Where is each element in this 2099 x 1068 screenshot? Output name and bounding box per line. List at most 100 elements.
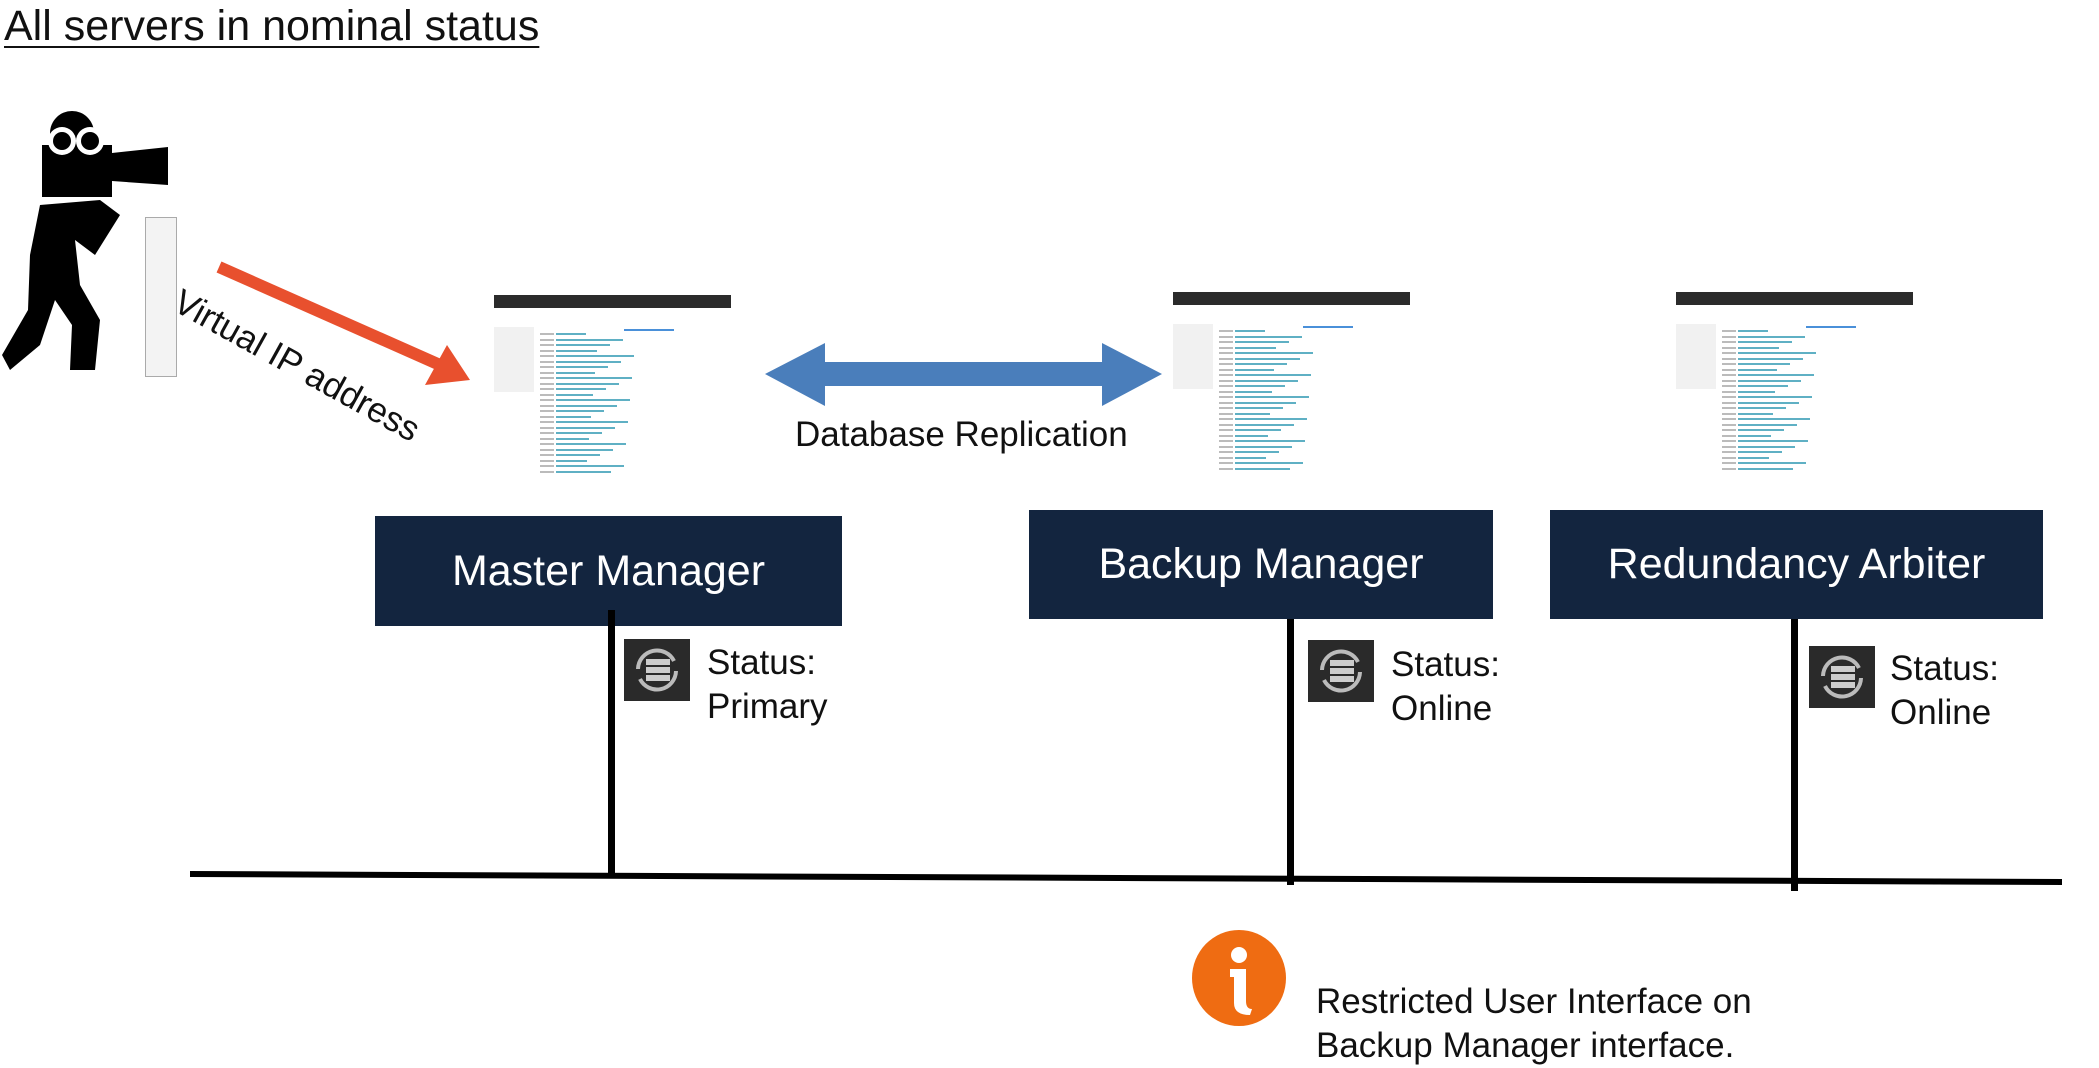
thumb-timestamp [540, 465, 554, 467]
thumb-log-line [1235, 352, 1313, 354]
client-window-thumbnail [145, 217, 177, 377]
thumb-log-line [556, 459, 587, 462]
thumb-log-line [556, 377, 632, 379]
thumb-log-line [1235, 385, 1285, 387]
thumb-log-line [1235, 451, 1279, 453]
server-name: Redundancy Arbiter [1607, 540, 1986, 588]
thumb-timestamp [1219, 335, 1233, 338]
thumb-timestamp [1219, 396, 1233, 398]
thumb-log-line [1235, 368, 1274, 371]
thumb-log-line [1235, 330, 1265, 332]
thumb-log-line [556, 360, 621, 363]
thumb-log-line [1738, 363, 1790, 365]
thumb-timestamp [1219, 346, 1233, 349]
thumb-log-line [556, 404, 617, 407]
thumb-timestamp [540, 382, 554, 385]
thumb-sidebar [1173, 324, 1213, 389]
thumb-toolbar [624, 329, 674, 331]
status-label: Status: [1391, 645, 1500, 684]
thumb-timestamp [540, 399, 554, 401]
thumb-log-line [1738, 445, 1795, 448]
status-value: Online [1391, 689, 1493, 728]
server-sync-icon [624, 639, 690, 701]
thumb-timestamp [1722, 451, 1736, 453]
thumb-log-line [1738, 330, 1768, 332]
thumb-log-line [1738, 396, 1812, 398]
server-sync-icon [1308, 640, 1374, 702]
thumb-log-line [556, 448, 613, 451]
thumb-log-line [556, 393, 593, 396]
thumb-timestamp [1722, 352, 1736, 354]
thumb-timestamp [1722, 341, 1736, 343]
thumb-timestamp [540, 404, 554, 407]
thumb-timestamp [540, 448, 554, 451]
status-value: Online [1890, 693, 1992, 732]
thumb-log-line [556, 349, 597, 352]
thumb-timestamp [540, 415, 554, 418]
thumb-log-line [1235, 423, 1294, 426]
thumb-timestamp [1219, 418, 1233, 420]
backup-ui-thumbnail [1173, 292, 1410, 472]
thumb-timestamp [1722, 385, 1736, 387]
thumb-timestamp [1219, 456, 1233, 459]
thumb-timestamp [1722, 445, 1736, 448]
thumb-header-bar [1173, 292, 1410, 305]
thumb-log-line [1738, 335, 1805, 338]
thumb-timestamp [540, 366, 554, 368]
thumb-sidebar [1676, 324, 1716, 389]
thumb-timestamp [1722, 440, 1736, 442]
thumb-log-line [1235, 390, 1272, 393]
thumb-log-line [556, 437, 589, 440]
thumb-timestamp [1219, 330, 1233, 332]
thumb-log-line [1235, 456, 1266, 459]
thumb-sidebar [494, 327, 534, 392]
thumb-timestamp [540, 459, 554, 462]
thumb-timestamp [1219, 368, 1233, 371]
thumb-timestamp [1722, 335, 1736, 338]
thumb-log-line [556, 470, 611, 473]
thumb-timestamp [1722, 357, 1736, 360]
thumb-log-line [556, 355, 634, 357]
thumb-log-line [1235, 396, 1309, 398]
thumb-log-line [556, 443, 626, 445]
thumb-log-line [1738, 418, 1810, 420]
thumb-timestamp [540, 393, 554, 396]
status-label: Status: [707, 643, 816, 682]
thumb-toolbar [1806, 326, 1856, 328]
thumb-timestamp [1219, 429, 1233, 431]
thumb-timestamp [1219, 445, 1233, 448]
camera-operator-icon [2, 111, 168, 370]
thumb-log-line [1235, 418, 1307, 420]
thumb-log-line [1235, 445, 1292, 448]
thumb-timestamp [540, 360, 554, 363]
thumb-timestamp [540, 410, 554, 412]
thumb-log-line [1235, 346, 1276, 349]
thumb-timestamp [1722, 412, 1736, 415]
thumb-timestamp [1219, 423, 1233, 426]
thumb-timestamp [1219, 374, 1233, 376]
thumb-log-line [1235, 363, 1287, 365]
server-name: Backup Manager [1098, 540, 1424, 588]
thumb-log-line [1235, 357, 1300, 360]
thumb-timestamp [540, 371, 554, 374]
server-name: Master Manager [451, 546, 766, 595]
thumb-timestamp [540, 432, 554, 434]
thumb-timestamp [540, 344, 554, 346]
thumb-log-line [1738, 412, 1773, 415]
thumb-log-line [556, 382, 619, 385]
thumb-log-line [1738, 401, 1799, 404]
thumb-timestamp [540, 470, 554, 473]
thumb-log-line [1738, 456, 1769, 459]
virtual-ip-arrow [216, 261, 443, 371]
thumb-log-line [1738, 374, 1814, 376]
thumb-timestamp [1722, 418, 1736, 420]
thumb-timestamp [1219, 363, 1233, 365]
thumb-timestamp [1219, 407, 1233, 409]
thumb-log-line [1235, 412, 1270, 415]
master-manager-box: Master Manager [375, 516, 842, 626]
thumb-timestamp [1722, 434, 1736, 437]
thumb-timestamp [1722, 407, 1736, 409]
thumb-log-line [1235, 467, 1290, 470]
thumb-log-line [1738, 357, 1803, 360]
